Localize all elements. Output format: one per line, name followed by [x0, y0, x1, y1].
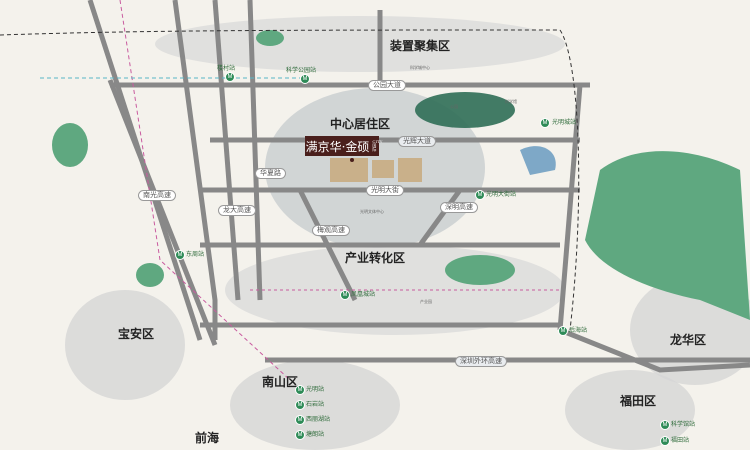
zone-label-zhuangbei: 装置聚集区 — [390, 39, 451, 53]
road-label-guanghui: 光辉大道 — [398, 136, 436, 147]
metro-icon: M — [660, 420, 670, 430]
road-label-huaxia: 华夏路 — [255, 168, 286, 179]
metro-icon: M — [300, 74, 310, 84]
poi-label: 产业园 — [420, 299, 432, 304]
poi-label: 科学馆 — [505, 99, 517, 104]
metro-icon: M — [175, 250, 185, 260]
lake — [520, 146, 556, 175]
poi-label: 科学城中心 — [410, 65, 430, 70]
zone-label-futian: 福田区 — [620, 394, 657, 408]
road-label-shenming: 深明高速 — [440, 202, 478, 213]
road-label-outer: 深圳外环高速 — [455, 356, 507, 367]
metro-station[interactable]: 科学公园站 — [286, 68, 317, 74]
metro-icon: M — [660, 436, 670, 446]
road-label-nanguang: 南光高速 — [138, 190, 176, 201]
metro-icon: M — [295, 415, 305, 425]
project-sign[interactable]: 满京华·金硕 CITY 国际 — [305, 136, 383, 156]
zone-nanshan-shape — [230, 360, 400, 450]
metro-icon: M — [540, 118, 550, 128]
parcel-3 — [398, 158, 422, 182]
metro-lines — [0, 0, 580, 381]
metro-station[interactable]: 光明大街站 — [486, 192, 517, 198]
metro-station[interactable]: 西丽湖站 — [306, 417, 331, 423]
road-label-guangming: 光明大街 — [366, 185, 404, 196]
park-west — [52, 123, 88, 167]
metro-station[interactable]: 科学馆站 — [671, 422, 696, 428]
metro-station[interactable]: 后海站 — [569, 328, 588, 334]
parcel-1 — [330, 158, 368, 182]
project-pin — [350, 158, 354, 162]
zone-futian-shape — [565, 370, 695, 450]
metro-station[interactable]: 光明站 — [306, 387, 325, 393]
park-mid — [445, 255, 515, 285]
metro-icon: M — [475, 190, 485, 200]
zone-label-longhua: 龙华区 — [670, 333, 707, 347]
poi-label: 公园 — [450, 104, 458, 109]
project-name: 满京华·金硕 — [305, 139, 370, 154]
metro-station[interactable]: 凤凰城站 — [351, 292, 376, 298]
project-tag: CITY 国际 — [372, 139, 383, 152]
metro-icon: M — [340, 290, 350, 300]
poi-label: 光明文体中心 — [360, 209, 384, 214]
parcel-2 — [372, 160, 394, 178]
zone-label-nanshan: 南山区 — [262, 375, 299, 389]
metro-station[interactable]: 楼村站 — [217, 66, 236, 72]
zone-label-baoan: 宝安区 — [118, 327, 155, 341]
zone-label-qianhai: 前海 — [195, 431, 220, 445]
metro-icon: M — [225, 72, 235, 82]
metro-station[interactable]: 东周站 — [186, 252, 205, 258]
park-sw — [136, 263, 164, 287]
metro-icon: M — [295, 400, 305, 410]
zone-label-chanye: 产业转化区 — [345, 251, 406, 265]
road-network — [87, 0, 750, 373]
park-north — [256, 30, 284, 46]
road-label-gongming: 公园大道 — [368, 80, 406, 91]
metro-station[interactable]: 福田站 — [671, 438, 690, 444]
metro-icon: M — [295, 385, 305, 395]
park-east — [585, 151, 750, 320]
zone-label-zhongxin: 中心居住区 — [330, 117, 391, 131]
park-center — [415, 92, 515, 128]
metro-station[interactable]: 光明城站 — [552, 120, 577, 126]
road-label-longda: 龙大高速 — [218, 205, 256, 216]
metro-station[interactable]: 塘朗站 — [306, 432, 325, 438]
metro-station[interactable]: 石岩站 — [306, 402, 325, 408]
road-label-meiguan: 梅观高速 — [312, 225, 350, 236]
metro-icon: M — [558, 326, 568, 336]
zone-baoan-shape — [65, 290, 185, 400]
metro-icon: M — [295, 430, 305, 440]
